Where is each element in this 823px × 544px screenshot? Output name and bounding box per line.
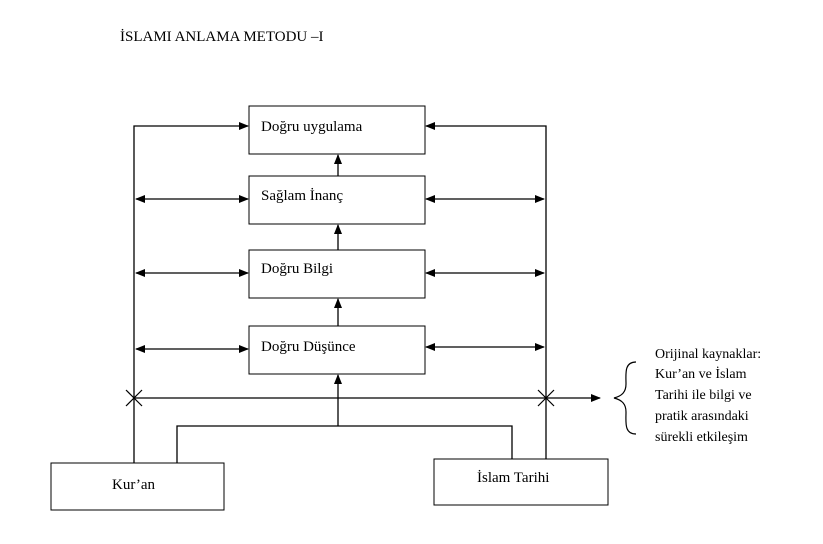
page-title: İSLAMI ANLAMA METODU –I [120,29,323,45]
note-line: Orijinal kaynaklar: [655,347,761,362]
box-kuran: Kur’an [50,462,225,511]
box-dogru-dusunce: Doğru Düşünce [248,325,426,375]
box-saglam-inanc: Sağlam İnanç [248,175,426,225]
left-double-arrows [135,195,249,353]
box-dogru-uygulama: Doğru uygulama [248,105,426,155]
arrow-tarih-to-uygulama [425,122,547,459]
box-label-dogru-dusunce: Doğru Düşünce [261,339,356,355]
note-line: sürekli etkileşim [655,430,748,445]
cross-left-b [125,389,143,407]
right-double-arrows [425,195,545,351]
box-label-dogru-uygulama: Doğru uygulama [261,119,363,135]
source-bracket [176,425,513,463]
note-line: Tarihi ile bilgi ve [655,388,752,403]
note-block: Orijinal kaynaklar: Kur’an ve İslam Tari… [655,347,761,445]
left-connector [133,122,249,463]
bracket-kuran-tarih [176,425,513,463]
box-label-islam-tarihi: İslam Tarihi [477,470,549,486]
right-connector [425,122,547,459]
box-label-dogru-bilgi: Doğru Bilgi [261,261,333,277]
box-label-saglam-inanc: Sağlam İnanç [261,188,343,204]
arrow-kuran-to-uygulama [133,122,249,463]
box-dogru-bilgi: Doğru Bilgi [248,249,426,299]
note-line: pratik arasındaki [655,409,749,424]
note-line: Kur’an ve İslam [655,366,747,382]
cross-right-b [537,389,555,407]
cross-marks [125,389,555,407]
box-islam-tarihi: İslam Tarihi [433,458,609,506]
box-label-kuran: Kur’an [112,477,156,493]
curly-brace-icon [613,361,637,435]
